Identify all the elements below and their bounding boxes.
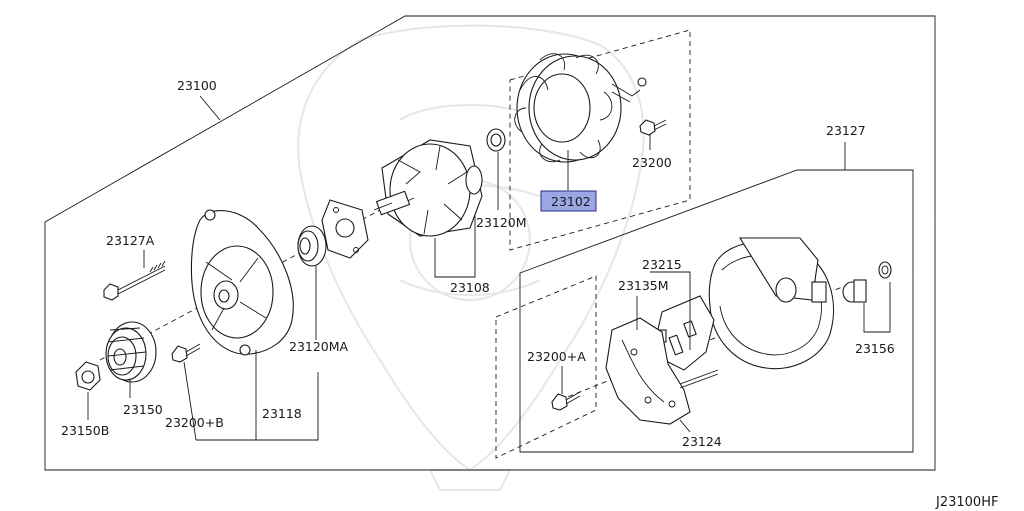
assembly-frame-23127 — [519, 169, 914, 453]
terminal-bushing-23156[interactable] — [842, 261, 892, 303]
rectifier-23124[interactable] — [605, 317, 719, 425]
part-label-23200a[interactable]: 23200+A — [527, 349, 586, 364]
part-label-23150b[interactable]: 23150B — [61, 423, 109, 438]
diagram-code: J23100HF — [935, 495, 998, 510]
part-label-23150[interactable]: 23150 — [123, 402, 163, 417]
part-label-23108[interactable]: 23108 — [450, 280, 490, 295]
part-label-23124[interactable]: 23124 — [682, 434, 722, 449]
part-label-23102[interactable]: 23102 — [551, 194, 591, 209]
part-label-23127a[interactable]: 23127A — [106, 233, 155, 248]
part-label-23215[interactable]: 23215 — [642, 257, 682, 272]
highlight-box-23102 — [540, 190, 597, 212]
part-label-23156[interactable]: 23156 — [855, 341, 895, 356]
front-housing-23118[interactable] — [190, 209, 294, 356]
part-label-23127[interactable]: 23127 — [826, 123, 866, 138]
part-label-23118[interactable]: 23118 — [262, 406, 302, 421]
rectifier-dashed-frame — [495, 275, 597, 459]
pulley-nut-23150b[interactable] — [75, 361, 101, 391]
assembly-frame-23100 — [44, 15, 936, 471]
part-label-23135m[interactable]: 23135M — [618, 278, 669, 293]
part-label-23100[interactable]: 23100 — [177, 78, 217, 93]
through-bolt-23127a[interactable] — [103, 260, 166, 301]
front-bearing-23120ma[interactable] — [297, 225, 327, 267]
bearing-retainer-plate[interactable] — [321, 199, 369, 259]
part-label-23200[interactable]: 23200 — [632, 155, 672, 170]
screw-23200b[interactable] — [171, 343, 201, 363]
leader-lines — [87, 95, 891, 441]
part-label-23200b[interactable]: 23200+B — [165, 415, 224, 430]
part-label-23120ma[interactable]: 23120MA — [289, 339, 349, 354]
screw-23200[interactable] — [639, 119, 667, 136]
rear-bearing-23120m[interactable] — [486, 128, 506, 152]
rear-cover-23127[interactable] — [708, 237, 834, 370]
rotor-23108[interactable] — [373, 139, 483, 237]
stator-23102[interactable] — [514, 53, 647, 163]
pulley-23150[interactable] — [105, 321, 157, 383]
part-label-23120m[interactable]: 23120M — [476, 215, 527, 230]
screw-23200a[interactable] — [551, 391, 581, 411]
